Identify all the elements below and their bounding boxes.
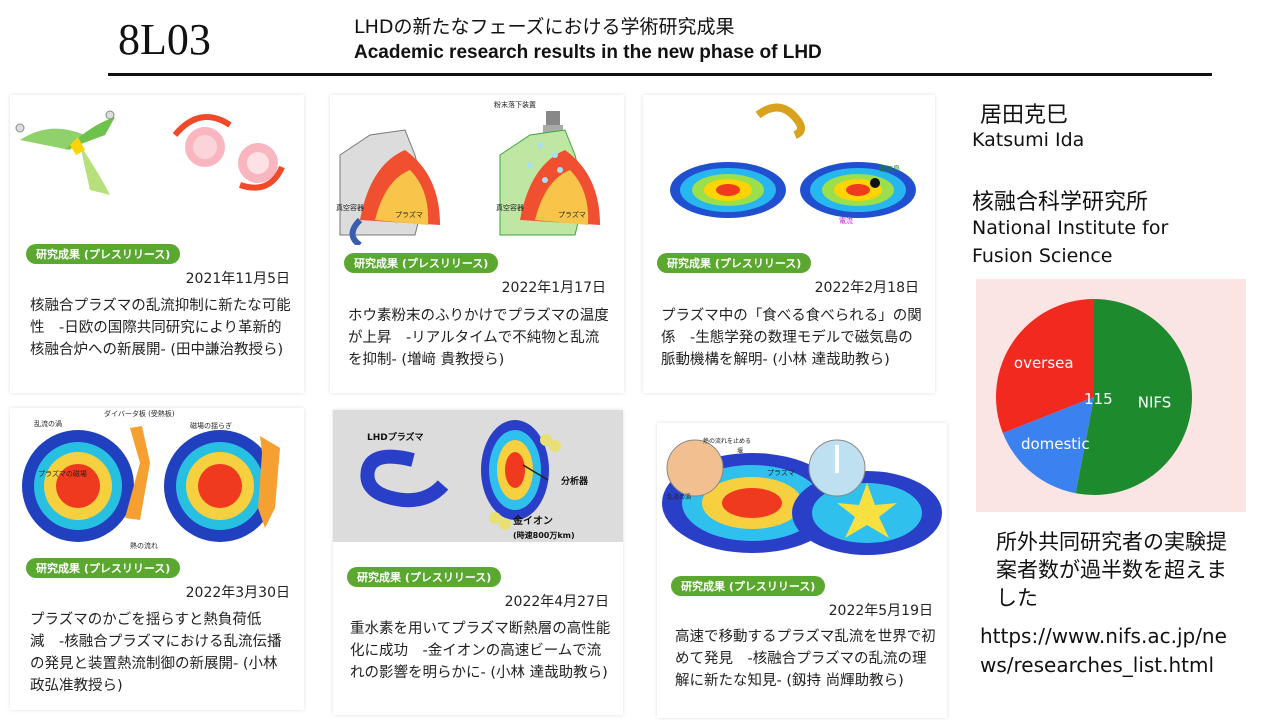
press-release-badge: 研究成果 (プレスリリース) — [347, 567, 502, 587]
magnetic-island-label: 磁気島 — [879, 164, 900, 173]
current-label: 電流 — [839, 216, 853, 225]
ion-speed-label: (時速800万km) — [513, 530, 575, 540]
pie-label-domestic: domestic — [1021, 435, 1090, 453]
heat-stop-label: 熱の流れを止める — [703, 437, 751, 445]
plasma-label: プラズマ — [767, 468, 795, 477]
card-date: 2022年3月30日 — [185, 585, 290, 601]
card-title[interactable]: 重水素を用いてプラズマ断熱層の高性能化に成功 -金イオンの高速ビームで流れの影響… — [350, 621, 611, 681]
card-date: 2022年4月27日 — [504, 594, 609, 610]
analyzer-label: 分析器 — [561, 475, 589, 487]
vortex-label: 乱流の渦 — [667, 493, 691, 501]
card-date: 2022年1月17日 — [501, 280, 606, 296]
plasma-label-right: プラズマ — [558, 210, 586, 219]
press-release-badge: 研究成果 (プレスリリース) — [657, 253, 812, 273]
pie-slice-NIFS — [1075, 299, 1193, 495]
field-swing-label: 磁場の揺らぎ — [190, 421, 232, 430]
card-title[interactable]: ホウ素粉末のふりかけでプラズマの温度が上昇 -リアルタイムで不純物と乱流を抑制-… — [348, 308, 609, 368]
pie-svg: NIFS domestic oversea 115 — [996, 299, 1193, 495]
vacuum-vessel-label-left: 真空容器 — [336, 203, 364, 212]
title-japanese: LHDの新たなフェーズにおける学術研究成果 — [354, 16, 735, 38]
gold-ion-label: 金イオン — [512, 514, 553, 527]
plasma-label-left: プラズマ — [395, 210, 423, 219]
divertor-illustration: 乱流の渦 プラズマの磁場 ダイバータ板 (受熱板) 磁場の揺らぎ 熱の流れ — [22, 409, 280, 550]
heat-flow-label: 熱の流れ — [130, 541, 158, 550]
turbulence-illustration — [15, 110, 285, 195]
news-card-5[interactable]: LHDプラズマ 分析器 金イオン (時速800万km) 研究成果 (プレスリリー… — [333, 410, 623, 715]
card-date: 2022年5月19日 — [828, 603, 933, 619]
magnetic-island-illustration: 磁気島 電流 — [670, 103, 916, 225]
header-rule — [108, 73, 1212, 76]
author-name-japanese: 居田克巳 — [980, 103, 1069, 128]
fast-turbulence-illustration: 熱の流れを止める 堰 プラズマ 乱流の渦 — [662, 437, 942, 555]
card-date: 2022年2月18日 — [814, 280, 919, 296]
wall-label: 堰 — [737, 447, 743, 455]
card-date: 2021年11月5日 — [185, 271, 290, 287]
slide-id: 8L03 — [118, 15, 211, 64]
pie-label-oversea: oversea — [1014, 354, 1074, 372]
news-card-1[interactable]: 研究成果 (プレスリリース) 2021年11月5日 核融合プラズマの乱流抑制に新… — [10, 95, 304, 393]
institution-japanese: 核融合科学研究所 — [972, 190, 1149, 215]
vortex-label: 乱流の渦 — [34, 419, 62, 428]
lhd-plasma-label: LHDプラズマ — [367, 431, 424, 443]
author-name-english: Katsumi Ida — [972, 129, 1085, 151]
plasma-field-label: プラズマの磁場 — [38, 469, 87, 478]
powder-device-label: 粉末落下装置 — [494, 100, 536, 109]
title-english: Academic research results in the new pha… — [354, 42, 822, 63]
pie-total-label: 115 — [1084, 390, 1113, 408]
chart-caption: 所外共同研究者の実験提案者数が過半数を超えました — [996, 530, 1227, 610]
news-card-6[interactable]: 熱の流れを止める 堰 プラズマ 乱流の渦 研究成果 (プレスリリース) 2022… — [657, 423, 947, 718]
news-card-4[interactable]: 乱流の渦 プラズマの磁場 ダイバータ板 (受熱板) 磁場の揺らぎ 熱の流れ 研究… — [10, 408, 304, 710]
pie-slice-oversea — [996, 299, 1094, 434]
press-release-badge: 研究成果 (プレスリリース) — [26, 244, 181, 264]
boron-powder-illustration: 粉末落下装置 真空容器 プラズマ 真空容器 プラズマ — [336, 100, 600, 245]
press-release-badge: 研究成果 (プレスリリース) — [26, 558, 181, 578]
divertor-label: ダイバータ板 (受熱板) — [104, 409, 175, 418]
card-title[interactable]: プラズマのかごを揺らすと熱負荷低減 -核融合プラズマにおける乱流伝播の発見と装置… — [30, 612, 282, 694]
news-card-2[interactable]: 粉末落下装置 真空容器 プラズマ 真空容器 プラズマ 研究成果 (プレスリリース… — [330, 95, 624, 393]
press-release-badge: 研究成果 (プレスリリース) — [344, 253, 499, 273]
pie-label-NIFS: NIFS — [1138, 394, 1172, 412]
pie-slice-domestic — [1002, 397, 1094, 494]
vacuum-vessel-label-right: 真空容器 — [496, 203, 524, 212]
gold-ion-beam-illustration: LHDプラズマ 分析器 金イオン (時速800万km) — [333, 410, 623, 542]
card-title[interactable]: 核融合プラズマの乱流抑制に新たな可能性 -日欧の国際共同研究により革新的核融合炉… — [30, 298, 291, 358]
institution-english: National Institute for Fusion Science — [972, 217, 1169, 267]
card-title[interactable]: プラズマ中の「食べる食べられる」の関係 -生態学発の数理モデルで磁気島の脈動機構… — [661, 308, 922, 368]
card-title[interactable]: 高速で移動するプラズマ乱流を世界で初めて発見 -核融合プラズマの乱流の理解に新た… — [675, 629, 936, 689]
press-release-badge: 研究成果 (プレスリリース) — [671, 576, 826, 596]
proposer-pie-chart: NIFS domestic oversea 115 — [976, 279, 1246, 512]
news-url-link[interactable]: https://www.nifs.ac.jp/news/researches_l… — [980, 624, 1227, 677]
news-card-3[interactable]: 磁気島 電流 研究成果 (プレスリリース) 2022年2月18日 プラズマ中の「… — [643, 95, 935, 393]
